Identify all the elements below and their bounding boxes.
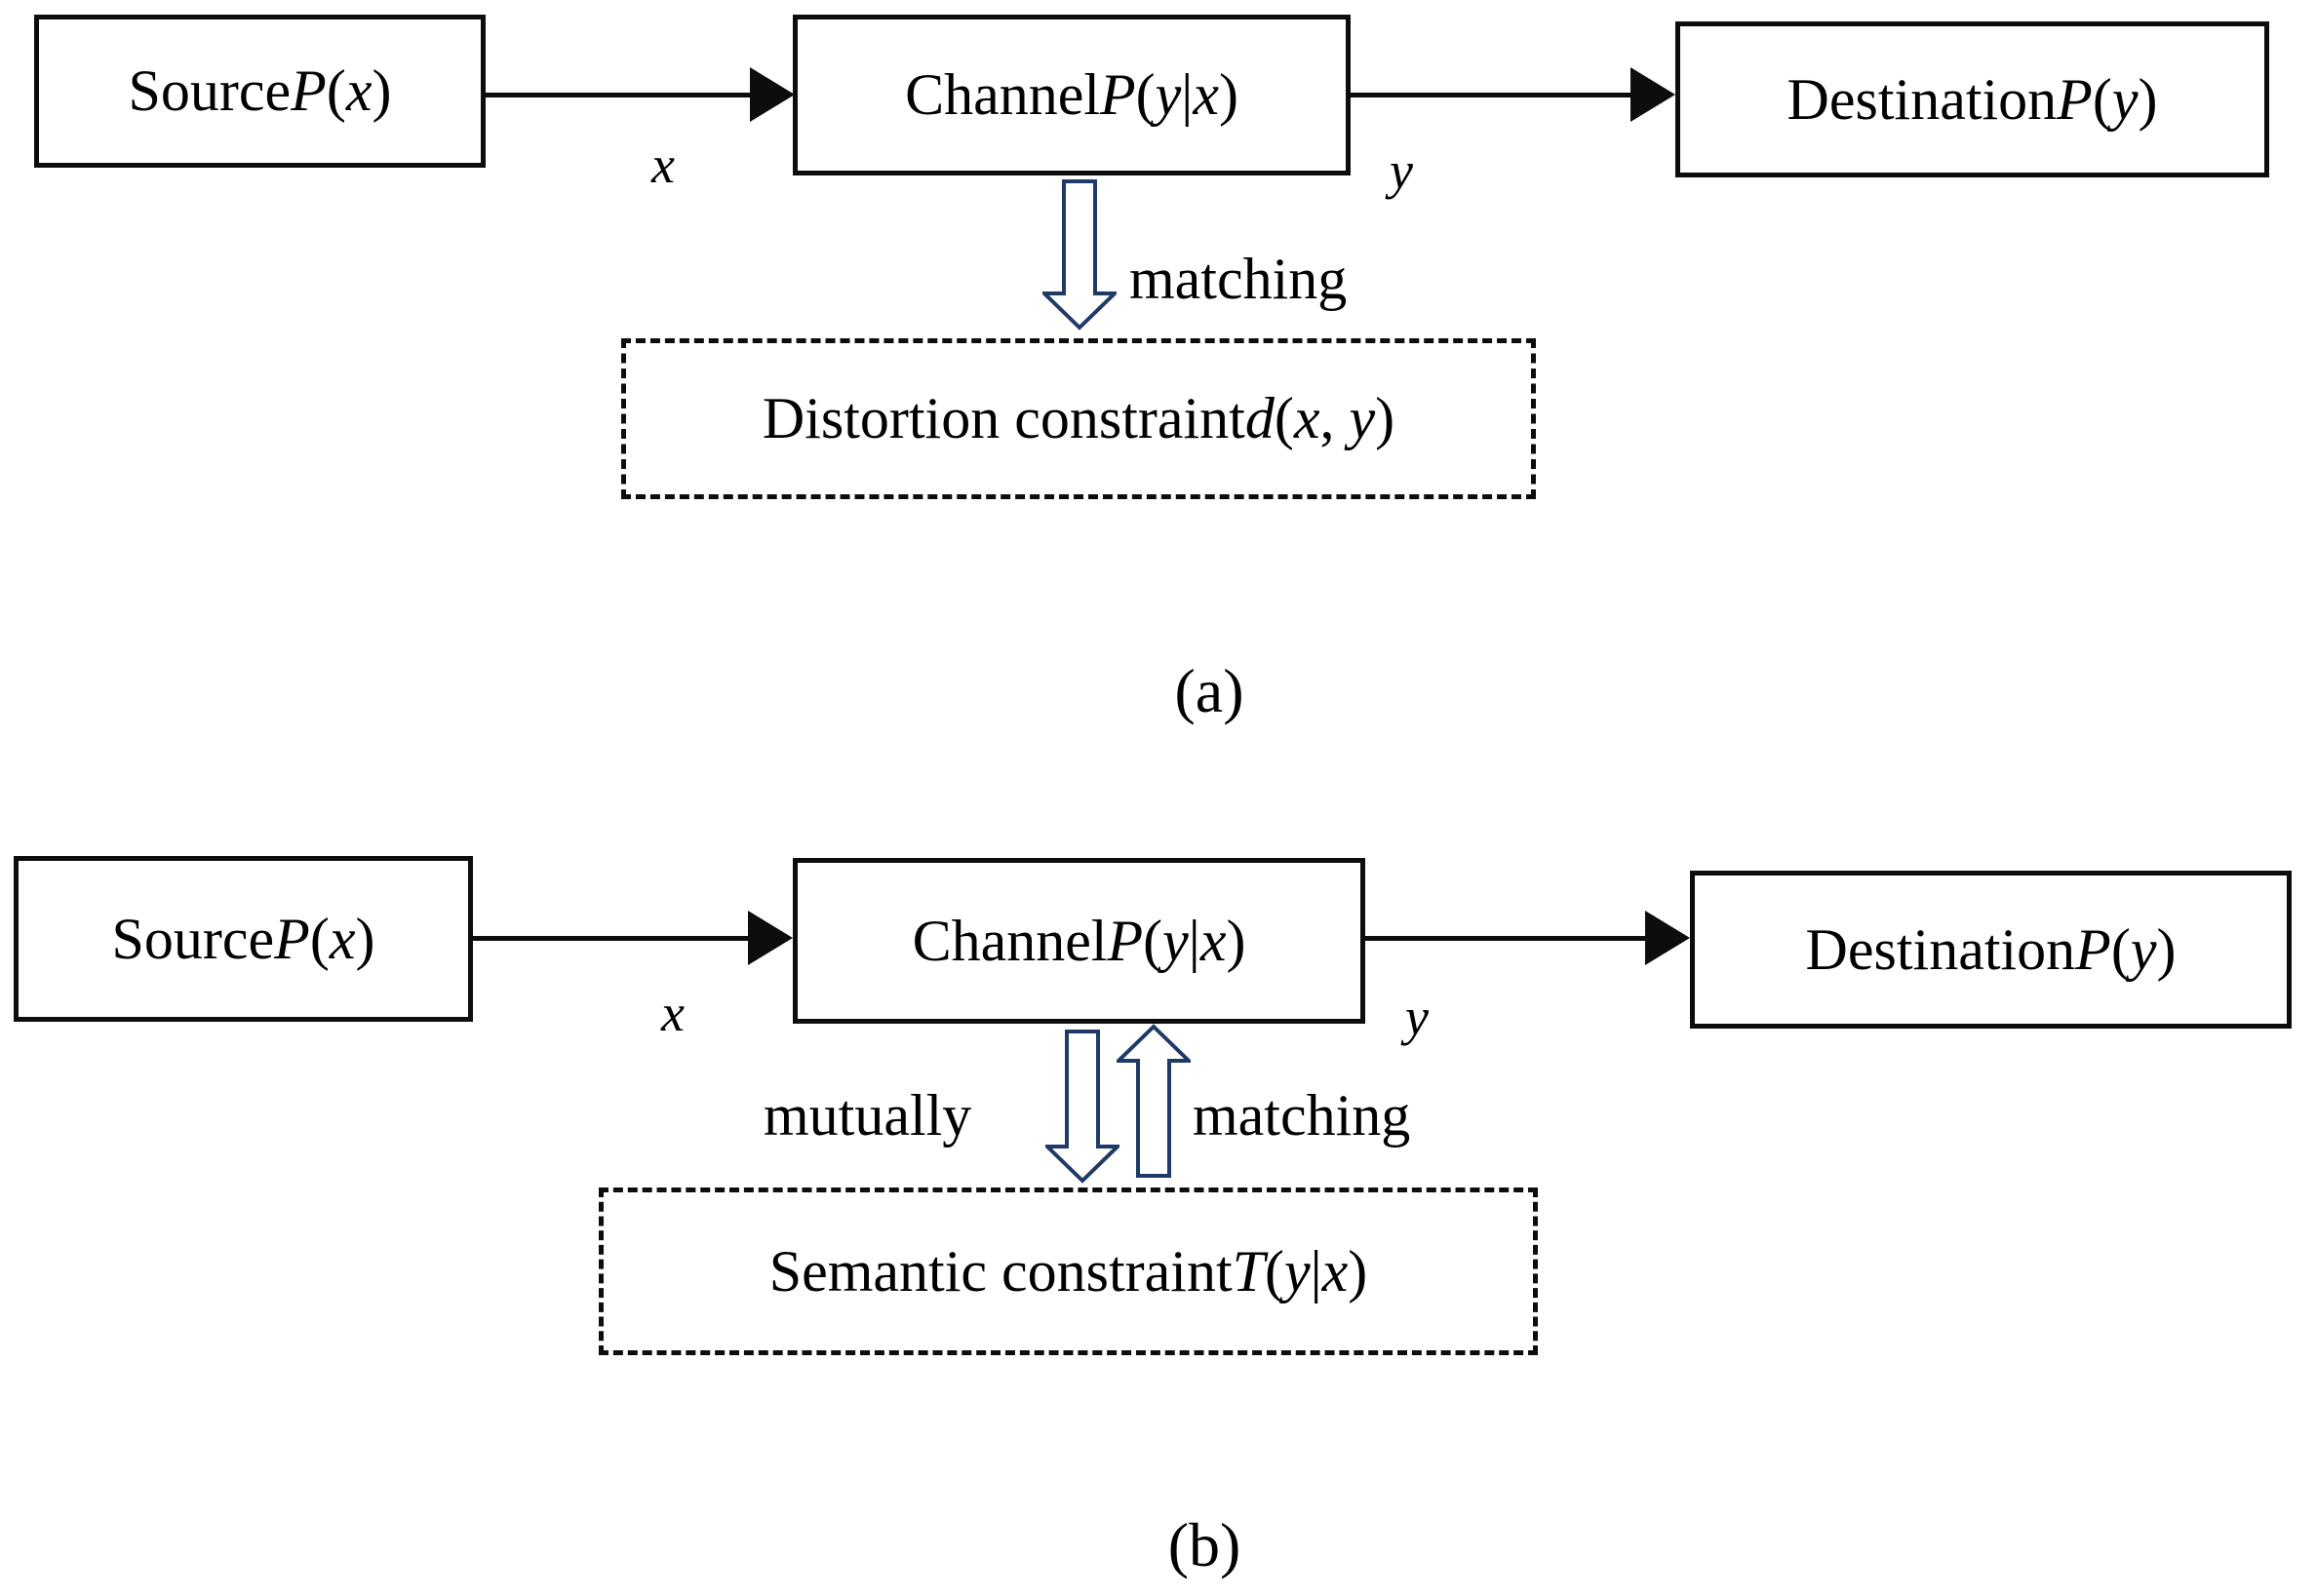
- destination-box-b: Destination P(y): [1690, 871, 2292, 1029]
- destination-label-a: Destination: [1786, 66, 2058, 132]
- source-box-a: Source P(x): [34, 15, 486, 168]
- source-math-b: P(x): [274, 906, 375, 971]
- arrow-source-to-channel-a: [486, 93, 751, 97]
- channel-math-b: P(y|x): [1107, 908, 1246, 973]
- destination-math-a: P(y): [2057, 66, 2158, 132]
- constraint-math-a: d(x, y): [1244, 386, 1395, 450]
- destination-box-a: Destination P(y): [1675, 21, 2269, 177]
- constraint-label-b: Semantic constraint: [768, 1238, 1233, 1304]
- constraint-math-b: T(y|x): [1232, 1238, 1368, 1304]
- source-label-a: Source: [128, 58, 292, 123]
- channel-label-b: Channel: [912, 908, 1108, 973]
- source-label-b: Source: [111, 906, 275, 971]
- arrow-channel-to-destination-a: [1351, 93, 1631, 97]
- channel-box-a: Channel P(y|x): [793, 15, 1351, 175]
- mutually-label-b: mutually: [764, 1083, 972, 1148]
- destination-label-b: Destination: [1805, 916, 2076, 982]
- block-arrow-down-icon-a: [1042, 179, 1117, 331]
- arrow-source-to-channel-b: [473, 936, 749, 941]
- semantic-constraint-box-b: Semantic constraint T(y|x): [599, 1187, 1538, 1355]
- channel-math-a: P(y|x): [1100, 62, 1238, 127]
- caption-a: (a): [1174, 656, 1244, 725]
- destination-math-b: P(y): [2075, 916, 2177, 982]
- channel-label-a: Channel: [905, 62, 1101, 127]
- matching-label-a: matching: [1129, 247, 1348, 311]
- signal-y-label-b: y: [1405, 988, 1429, 1046]
- arrowhead-source-to-channel-b: [748, 911, 793, 965]
- signal-x-label-b: x: [661, 984, 685, 1042]
- source-box-b: Source P(x): [14, 856, 473, 1022]
- arrowhead-channel-to-destination-b: [1645, 911, 1690, 965]
- block-arrow-down-icon-b: [1045, 1030, 1119, 1184]
- signal-y-label-a: y: [1390, 141, 1413, 200]
- arrowhead-source-to-channel-a: [750, 67, 795, 122]
- source-math-a: P(x): [291, 58, 392, 123]
- distortion-constraint-box-a: Distortion constraint d(x, y): [621, 338, 1536, 499]
- arrowhead-channel-to-destination-a: [1630, 67, 1675, 122]
- signal-x-label-a: x: [651, 136, 675, 194]
- matching-label-b: matching: [1193, 1083, 1411, 1148]
- constraint-label-a: Distortion constraint: [762, 386, 1245, 450]
- block-arrow-up-icon-b: [1117, 1024, 1191, 1178]
- caption-b: (b): [1167, 1510, 1241, 1579]
- channel-box-b: Channel P(y|x): [793, 858, 1365, 1024]
- arrow-channel-to-destination-b: [1365, 936, 1646, 941]
